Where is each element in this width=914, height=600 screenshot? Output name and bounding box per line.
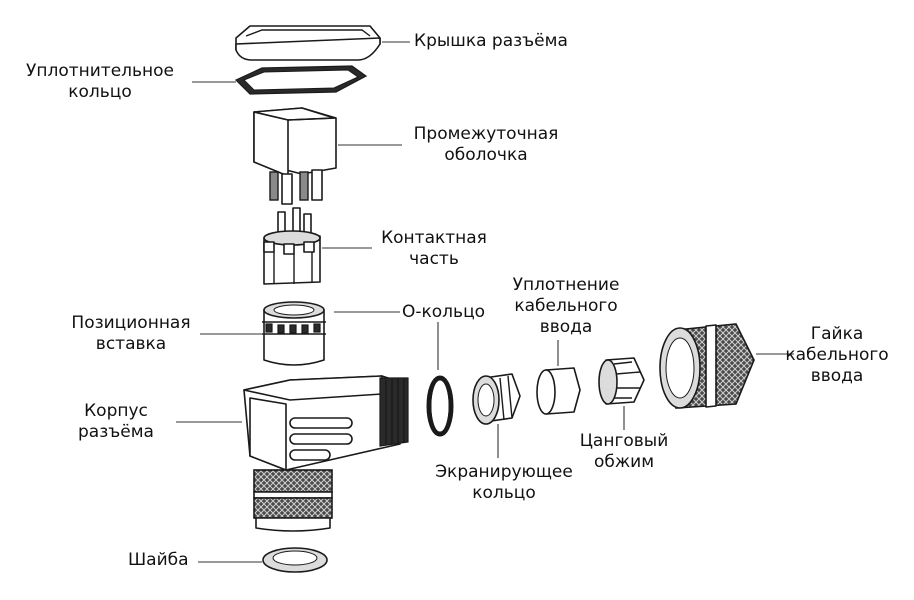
contact-part	[263, 207, 321, 285]
cable-nut-part	[659, 323, 755, 409]
cover-part	[235, 25, 381, 61]
label-cover: Крышка разъёма	[414, 31, 568, 51]
washer-part	[262, 547, 328, 573]
intermediate-shell-part	[253, 107, 337, 205]
label-o-ring: О-кольцо	[402, 302, 486, 322]
o-ring-part	[426, 375, 454, 437]
label-washer: Шайба	[128, 550, 189, 570]
housing-part	[243, 375, 409, 532]
leader-lines	[176, 41, 794, 563]
cable-seal-part	[536, 367, 581, 415]
collet-part	[598, 357, 645, 405]
positioning-insert-part	[262, 301, 326, 366]
seal-ring-part	[234, 65, 368, 95]
shield-ring-part	[472, 373, 521, 425]
